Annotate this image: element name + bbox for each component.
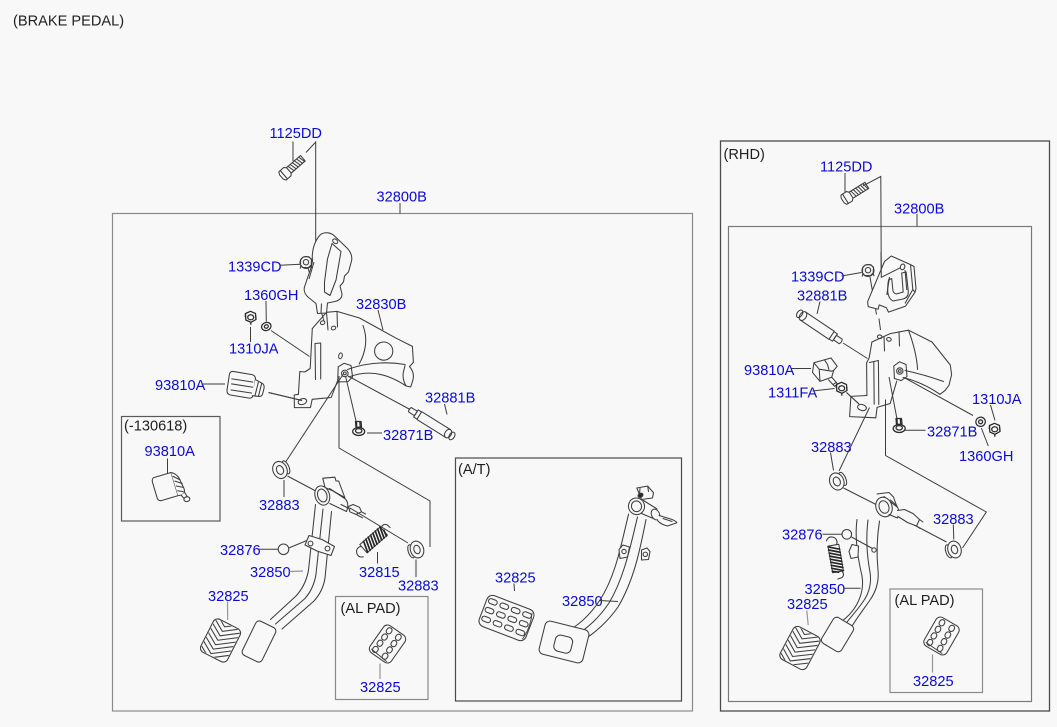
- svg-text:32883: 32883: [933, 512, 974, 528]
- svg-text:1310JA: 1310JA: [972, 392, 1022, 408]
- svg-text:32825: 32825: [787, 597, 828, 613]
- svg-text:1339CD: 1339CD: [228, 260, 282, 276]
- svg-text:32850: 32850: [250, 565, 291, 581]
- svg-text:32871B: 32871B: [383, 428, 433, 444]
- svg-text:1339CD: 1339CD: [791, 270, 845, 286]
- svg-text:1125DD: 1125DD: [270, 126, 322, 142]
- svg-text:32881B: 32881B: [425, 391, 475, 407]
- svg-text:32825: 32825: [360, 680, 401, 696]
- svg-text:32830B: 32830B: [356, 297, 406, 313]
- svg-text:32881B: 32881B: [797, 289, 847, 305]
- svg-text:32883: 32883: [259, 498, 300, 514]
- svg-text:32850: 32850: [805, 582, 846, 598]
- svg-text:(-130618): (-130618): [124, 419, 187, 435]
- svg-text:32815: 32815: [359, 565, 400, 581]
- svg-text:32871B: 32871B: [927, 425, 977, 441]
- svg-text:(AL PAD): (AL PAD): [895, 593, 955, 609]
- svg-text:32876: 32876: [782, 528, 823, 544]
- svg-text:1360GH: 1360GH: [244, 288, 298, 304]
- svg-text:32800B: 32800B: [377, 190, 427, 206]
- svg-text:93810A: 93810A: [744, 363, 795, 379]
- svg-text:1310JA: 1310JA: [229, 342, 279, 358]
- svg-text:32825: 32825: [495, 571, 536, 587]
- svg-text:1125DD: 1125DD: [820, 160, 872, 176]
- svg-text:32825: 32825: [208, 589, 249, 605]
- svg-text:1360GH: 1360GH: [959, 449, 1013, 465]
- svg-text:(RHD): (RHD): [724, 147, 765, 163]
- svg-text:32883: 32883: [811, 440, 852, 456]
- svg-text:93810A: 93810A: [145, 444, 196, 460]
- svg-text:(BRAKE PEDAL): (BRAKE PEDAL): [13, 14, 124, 30]
- svg-text:1311FA: 1311FA: [768, 386, 817, 402]
- svg-text:(AL PAD): (AL PAD): [341, 601, 401, 617]
- svg-text:32825: 32825: [913, 674, 954, 690]
- svg-text:32850: 32850: [562, 594, 603, 610]
- svg-text:32800B: 32800B: [894, 202, 944, 218]
- svg-text:93810A: 93810A: [155, 378, 206, 394]
- svg-text:32876: 32876: [220, 543, 261, 559]
- svg-text:32883: 32883: [398, 579, 439, 595]
- svg-text:(A/T): (A/T): [458, 462, 490, 478]
